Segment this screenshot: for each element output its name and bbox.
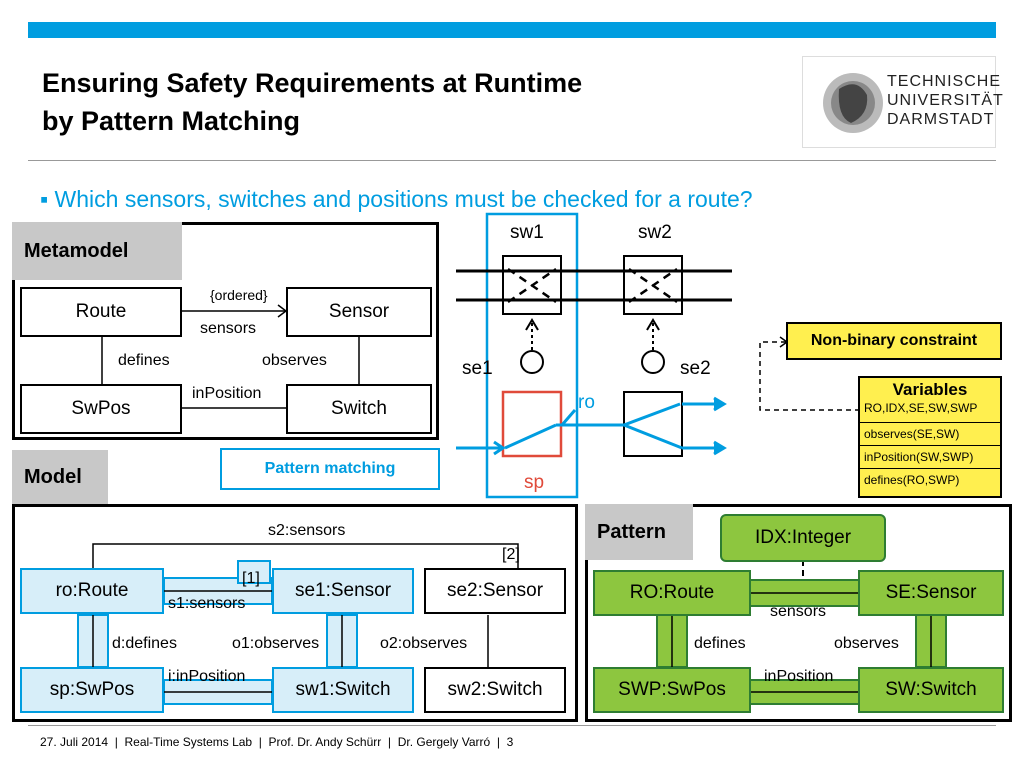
metamodel-route: Route bbox=[20, 287, 182, 337]
metamodel-sensor: Sensor bbox=[286, 287, 432, 337]
logo-line-2: UNIVERSITÄT bbox=[887, 92, 1004, 109]
variables-box: Variables RO,IDX,SE,SW,SWP observes(SE,S… bbox=[858, 376, 1002, 498]
sensors-assoc-label: sensors bbox=[200, 320, 257, 337]
model-o1-label: o1:observes bbox=[232, 635, 320, 652]
bullet-text: Which sensors, switches and positions mu… bbox=[54, 186, 753, 212]
pattern-sensors-label: sensors bbox=[770, 603, 827, 620]
title-line-1: Ensuring Safety Requirements at Runtime bbox=[42, 68, 583, 98]
track-sp-label: sp bbox=[524, 472, 545, 493]
pattern-swp-swpos: SWP:SwPos bbox=[593, 667, 751, 713]
slide-title: Ensuring Safety Requirements at Runtime … bbox=[42, 64, 582, 140]
track-ro-label: ro bbox=[578, 392, 595, 413]
model-tag: Model bbox=[12, 450, 108, 504]
model-inposition-label: i:inPosition bbox=[168, 668, 246, 685]
defines-assoc-label: defines bbox=[118, 352, 170, 369]
model-ro-route: ro:Route bbox=[20, 568, 164, 614]
model-idx1-label: [1] bbox=[242, 570, 260, 587]
pattern-ro-route: RO:Route bbox=[593, 570, 751, 616]
logo-line-3: DARMSTADT bbox=[887, 111, 995, 128]
track-sw1-label: sw1 bbox=[510, 222, 544, 243]
footer-text: 27. Juli 2014 | Real-Time Systems Lab | … bbox=[40, 735, 514, 749]
pattern-defines-label: defines bbox=[694, 635, 746, 652]
model-idx2-label: [2] bbox=[502, 546, 520, 563]
title-line-2: by Pattern Matching bbox=[42, 106, 301, 136]
pattern-se-sensor: SE:Sensor bbox=[858, 570, 1004, 616]
pattern-inposition-label: inPosition bbox=[764, 668, 834, 685]
model-s2sensors-label: s2:sensors bbox=[268, 522, 346, 539]
model-sp-swpos: sp:SwPos bbox=[20, 667, 164, 713]
ordered-label: {ordered} bbox=[210, 287, 268, 303]
constraint-inposition: inPosition(SW,SWP) bbox=[860, 446, 1000, 469]
model-sw1-switch: sw1:Switch bbox=[272, 667, 414, 713]
model-o2-label: o2:observes bbox=[380, 635, 468, 652]
model-defines-label: d:defines bbox=[112, 635, 177, 652]
track-sw2-label: sw2 bbox=[638, 222, 672, 243]
title-divider bbox=[28, 160, 996, 161]
pattern-panel bbox=[585, 504, 1012, 722]
track-se2-label: se2 bbox=[680, 358, 711, 379]
pattern-sw-switch: SW:Switch bbox=[858, 667, 1004, 713]
metamodel-swpos: SwPos bbox=[20, 384, 182, 434]
variables-title: Variables bbox=[892, 380, 968, 399]
metamodel-switch: Switch bbox=[286, 384, 432, 434]
bullet-point: ▪ Which sensors, switches and positions … bbox=[40, 186, 753, 212]
model-se2-sensor: se2:Sensor bbox=[424, 568, 566, 614]
variables-list: RO,IDX,SE,SW,SWP bbox=[860, 400, 1000, 423]
model-sw2-switch: sw2:Switch bbox=[424, 667, 566, 713]
model-panel bbox=[12, 504, 578, 722]
inposition-assoc-label: inPosition bbox=[192, 385, 262, 402]
track-se1-label: se1 bbox=[462, 358, 493, 379]
pattern-observes-label: observes bbox=[834, 635, 899, 652]
constraint-observes: observes(SE,SW) bbox=[860, 423, 1000, 446]
logo-text: TECHNISCHE UNIVERSITÄT DARMSTADT bbox=[887, 72, 1004, 129]
nonbinary-constraint-box: Non-binary constraint bbox=[786, 322, 1002, 360]
model-s1sensors-label: s1:sensors bbox=[168, 595, 246, 612]
metamodel-panel bbox=[12, 222, 439, 440]
athena-emblem-icon bbox=[823, 73, 883, 133]
observes-assoc-label: observes bbox=[262, 352, 327, 369]
pattern-idx-integer: IDX:Integer bbox=[720, 514, 886, 562]
logo-line-1: TECHNISCHE bbox=[887, 73, 1002, 90]
constraint-defines: defines(RO,SWP) bbox=[864, 473, 960, 487]
pattern-matching-box: Pattern matching bbox=[220, 448, 440, 490]
university-logo bbox=[802, 56, 996, 148]
metamodel-tag: Metamodel bbox=[12, 222, 182, 280]
footer-divider bbox=[28, 725, 996, 726]
top-accent-bar bbox=[28, 22, 996, 38]
pattern-tag: Pattern bbox=[585, 504, 693, 560]
model-se1-sensor: se1:Sensor bbox=[272, 568, 414, 614]
